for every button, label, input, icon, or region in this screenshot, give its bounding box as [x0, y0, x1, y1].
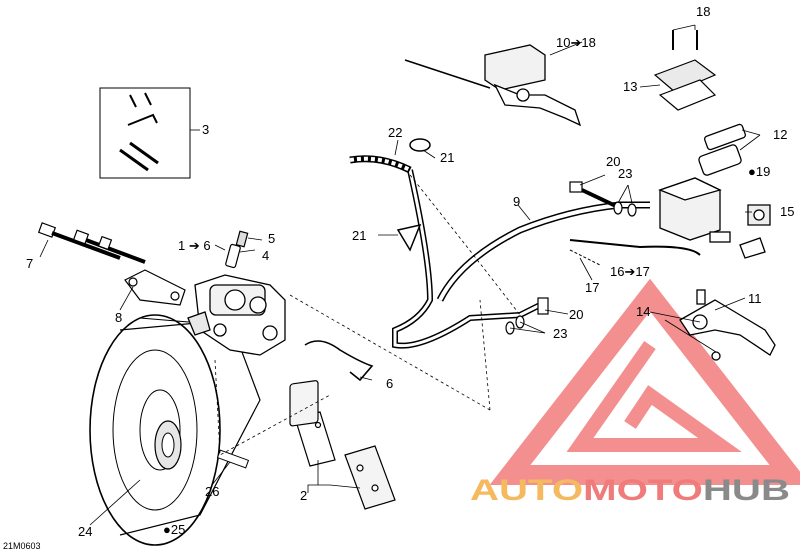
watermark-logo	[489, 278, 800, 485]
callout-11: 11	[748, 291, 762, 306]
brake-disc	[89, 314, 261, 546]
callout-14: 14	[636, 304, 650, 319]
bleeder-screw	[225, 230, 249, 269]
master-cylinder-front	[484, 44, 582, 127]
watermark-hub: HUB	[703, 474, 790, 507]
callout-18: 18	[696, 4, 710, 19]
callout-25: ●25	[163, 522, 185, 537]
fluid-drop-icon: ●	[748, 164, 756, 179]
callout-20a: 20	[606, 154, 620, 169]
master-cylinder-rear	[658, 123, 771, 259]
diagram-code: 21M0603	[3, 541, 41, 551]
callout-24: 24	[78, 524, 92, 539]
callout-26: 26	[205, 484, 219, 499]
caliper-bracket	[124, 269, 186, 306]
callout-13: 13	[623, 79, 637, 94]
callout-9: 9	[513, 194, 520, 209]
brake-lever	[679, 289, 776, 361]
callout-1: 1 ➔ 6	[178, 238, 211, 253]
callout-23b: 23	[553, 326, 567, 341]
fluid-drop-icon: ●	[163, 522, 171, 537]
callout-10: 10➔18	[556, 35, 596, 50]
callout-19: ●19	[748, 164, 770, 179]
callout-15: 15	[780, 204, 794, 219]
callout-labels: 1 ➔ 6 2 3 4 5 6 7 8 9 10➔18 11 12 13 14 …	[3, 4, 794, 551]
callout-21b: 21	[440, 150, 454, 165]
callout-3: 3	[202, 122, 209, 137]
brake-caliper	[187, 274, 286, 356]
callout-20b: 20	[569, 307, 583, 322]
pin-26	[216, 449, 250, 469]
brake-pads	[289, 380, 396, 510]
watermark-moto: MOTO	[583, 474, 703, 507]
callout-21a: 21	[352, 228, 366, 243]
callout-12: 12	[773, 127, 787, 142]
watermark-auto: AUTO	[470, 474, 583, 507]
clip-21	[396, 138, 431, 252]
reservoir-cap	[653, 30, 717, 111]
callout-6: 6	[386, 376, 393, 391]
pad-spring	[304, 340, 374, 382]
brake-hoses	[214, 59, 701, 456]
pin-kit-box	[99, 87, 191, 179]
callout-2: 2	[300, 488, 307, 503]
callout-23a: 23	[618, 166, 632, 181]
callout-16: 16➔17	[610, 264, 650, 279]
callout-7: 7	[26, 256, 33, 271]
leader-lines	[39, 24, 761, 526]
caliper-bolts	[37, 222, 146, 264]
callout-17: 17	[585, 280, 599, 295]
callout-5: 5	[268, 231, 275, 246]
callout-22: 22	[388, 125, 402, 140]
callout-8: 8	[115, 310, 122, 325]
callout-4: 4	[262, 248, 269, 263]
